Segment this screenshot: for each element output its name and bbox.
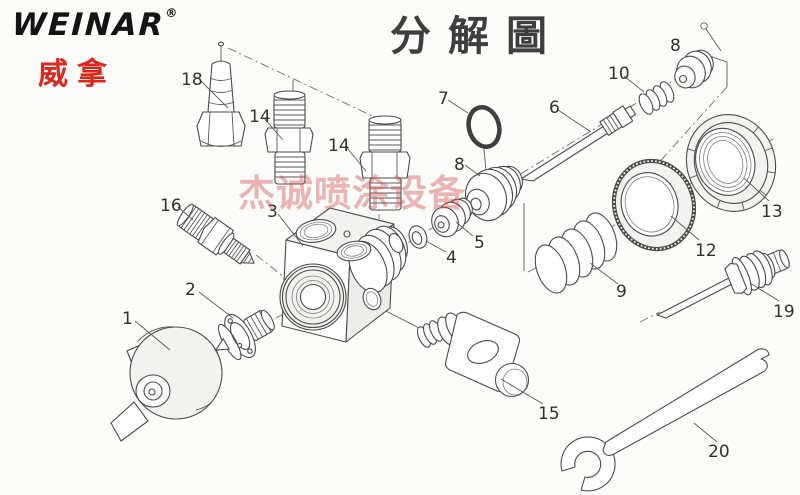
part-label-7: 7 xyxy=(438,89,449,109)
part-label-8-right: 8 xyxy=(670,36,681,56)
part-label-9: 9 xyxy=(616,282,627,302)
part-20-wrench-icon xyxy=(560,348,770,492)
part-10-spring-icon xyxy=(638,81,675,115)
part-16-adjusting-valve-icon xyxy=(176,203,255,265)
brand-logo: WEINAR® 威拿 xyxy=(11,6,178,93)
part-8-nozzle-icon xyxy=(674,49,714,89)
part-label-12: 12 xyxy=(695,241,717,261)
part-label-14-left: 14 xyxy=(249,107,271,127)
part-label-2: 2 xyxy=(185,280,196,300)
part-label-5: 5 xyxy=(474,233,485,253)
part-2-fluid-nozzle-icon xyxy=(215,309,275,361)
part-6-needle-icon xyxy=(520,105,637,182)
part-5-plug-icon xyxy=(431,197,473,238)
part-1-air-cap-icon xyxy=(110,326,223,442)
part-14-nipple-left-icon xyxy=(264,90,314,185)
part-4-washer-icon xyxy=(408,225,428,249)
part-label-6: 6 xyxy=(549,98,560,118)
part-label-3: 3 xyxy=(267,202,278,222)
part-label-4: 4 xyxy=(446,248,457,268)
part-label-10: 10 xyxy=(608,64,630,84)
part-label-13: 13 xyxy=(761,202,783,222)
part-18-hose-barb-icon xyxy=(196,41,246,147)
part-label-15: 15 xyxy=(538,404,560,424)
part-label-16: 16 xyxy=(160,196,182,216)
registered-mark: ® xyxy=(164,6,178,20)
part-15-air-valve-icon xyxy=(416,311,530,398)
part-labels: 18 14 14 16 3 2 1 7 8 5 4 6 10 8 13 12 9… xyxy=(122,36,795,462)
part-13-retaining-ring-icon xyxy=(685,114,777,212)
part-label-14-right: 14 xyxy=(328,136,350,156)
part-label-18: 18 xyxy=(181,70,203,90)
part-label-19: 19 xyxy=(773,302,795,322)
page-title: 分解圖 xyxy=(390,12,564,60)
part-14-nipple-right-icon xyxy=(359,115,411,211)
part-19-needle-assembly-icon xyxy=(656,249,790,319)
part-7-o-ring-icon xyxy=(466,105,502,149)
part-3-gun-body-icon xyxy=(279,207,408,343)
part-9-spring-icon xyxy=(534,212,618,294)
part-12-knurled-ring-icon xyxy=(611,158,697,252)
brand-chinese-name: 威拿 xyxy=(38,57,116,92)
part-8-baffle-icon xyxy=(464,165,523,222)
part-label-8-left: 8 xyxy=(454,155,465,175)
leader-lines xyxy=(134,22,780,443)
brand-name: WEINAR® xyxy=(11,6,178,43)
part-label-1: 1 xyxy=(122,309,133,329)
part-label-20: 20 xyxy=(708,442,730,462)
